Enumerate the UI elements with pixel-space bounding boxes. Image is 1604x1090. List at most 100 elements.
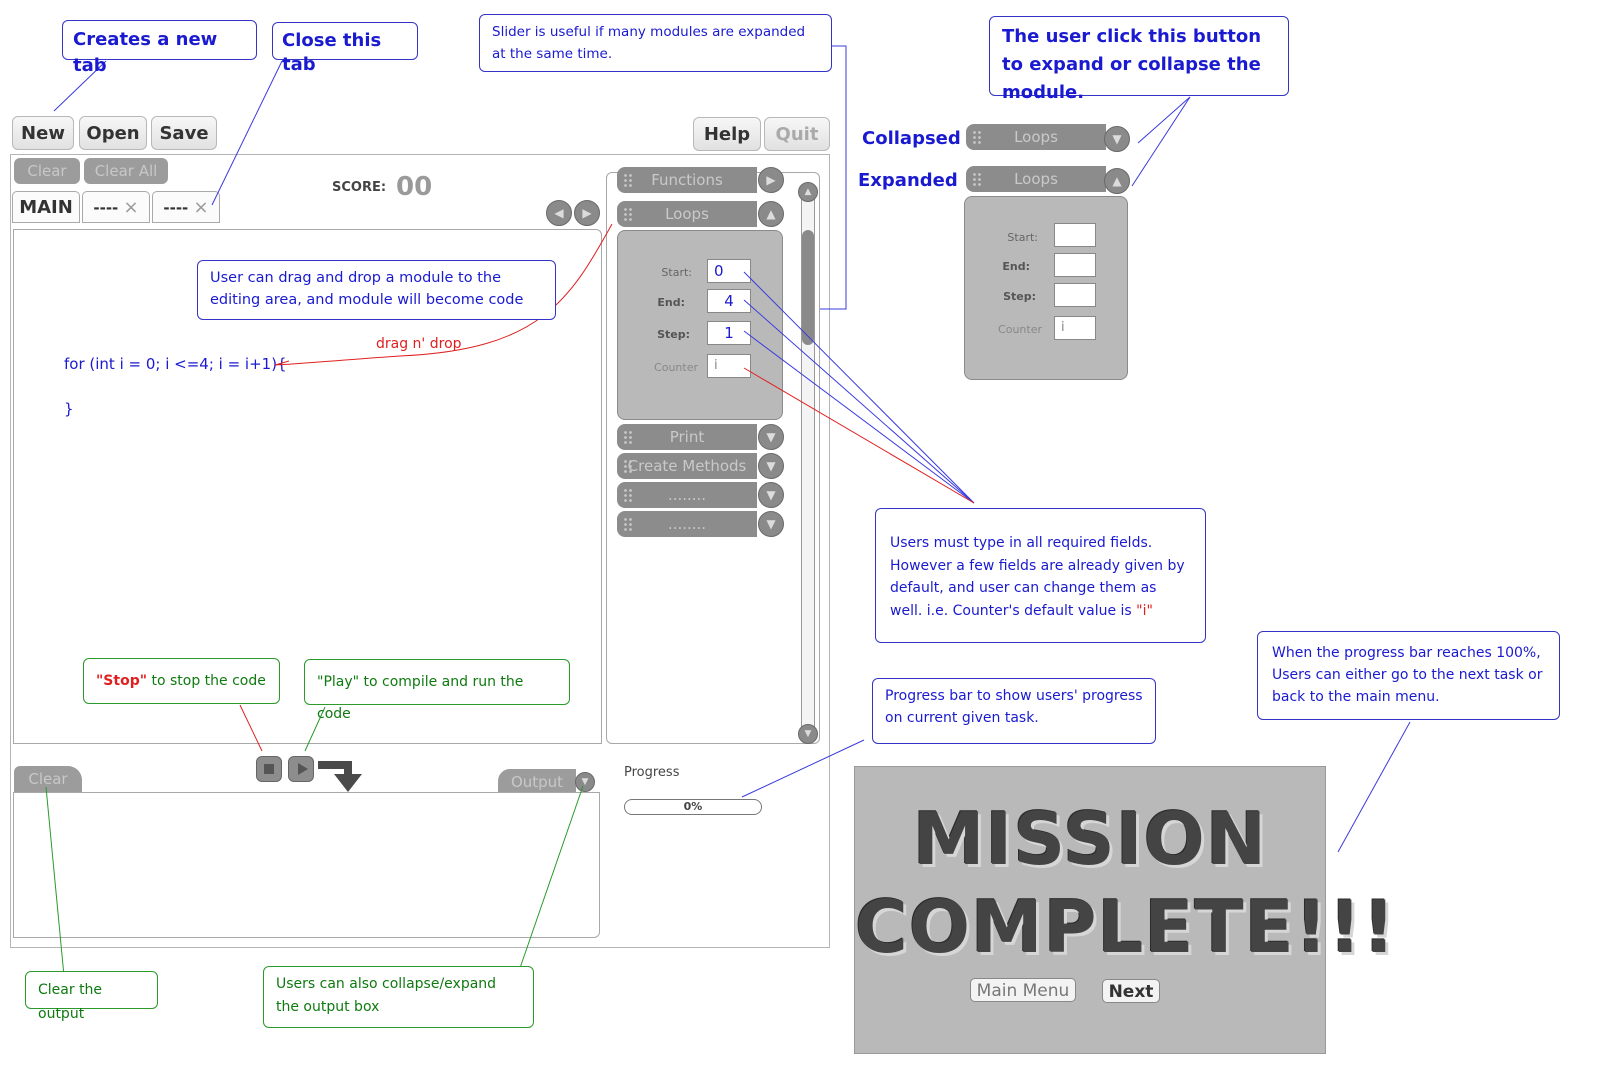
new-button[interactable]: New [12,116,74,150]
expand-placeholder-2-icon[interactable]: ▼ [758,511,784,537]
callout-drag-drop: User can drag and drop a module to the e… [197,260,556,320]
stop-button[interactable] [256,756,282,782]
tab-new-1[interactable]: ---- × [82,191,150,223]
tab-label: ---- [93,199,119,217]
module-placeholder-1[interactable]: ........ [617,482,757,508]
step-label: Step: [1003,290,1036,303]
stop-icon [264,764,274,774]
module-label: ........ [667,515,707,533]
expanded-caption: Expanded [858,170,958,191]
module-functions[interactable]: Functions [617,167,757,193]
module-label: Functions [651,171,723,189]
counter-input[interactable]: i [707,354,751,378]
tab-scroll-right-icon[interactable]: ▶ [574,200,600,226]
quit-button[interactable]: Quit [764,117,830,151]
expand-print-icon[interactable]: ▼ [758,424,784,450]
callout-stop: "Stop" to stop the code [83,658,280,704]
open-button[interactable]: Open [79,116,147,150]
code-line-1: for (int i = 0; i <=4; i = i+1){ [64,355,287,373]
progress-label: Progress [624,765,680,780]
tab-scroll-left-icon[interactable]: ◀ [546,200,572,226]
scrollbar-thumb[interactable] [802,230,814,345]
step-label: Step: [657,328,690,341]
step-input[interactable]: 1 [707,321,751,345]
mission-title-line1: MISSION [912,797,1268,881]
callout-play: "Play" to compile and run the code [304,659,570,722]
expand-placeholder-1-icon[interactable]: ▼ [758,482,784,508]
clear-editor-button[interactable]: Clear [14,158,80,184]
callout-progress-complete: When the progress bar reaches 100%, User… [1257,631,1560,720]
expand-functions-icon[interactable]: ▶ [758,167,784,193]
main-menu-button[interactable]: Main Menu [970,978,1076,1002]
module-label: Loops [665,205,709,223]
grip-icon [623,488,633,502]
callout-clear-output: Clear the output [25,971,158,1022]
callout-slider: Slider is useful if many modules are exp… [479,14,832,72]
counter-input[interactable]: i [1054,316,1096,340]
help-button[interactable]: Help [693,117,761,151]
output-box [13,792,600,938]
code-line-2: } [64,400,74,418]
step-input[interactable] [1054,283,1096,307]
score-label: SCORE: [332,180,387,195]
end-input[interactable]: 4 [707,289,751,313]
module-label: Print [669,428,705,446]
tab-main[interactable]: MAIN [12,191,80,223]
mission-title-line2: COMPLETE!!! [855,885,1397,969]
example-loops-form [964,196,1128,380]
play-button[interactable] [288,756,314,782]
module-label: Loops [1014,128,1058,146]
clear-output-button[interactable]: Clear [14,766,82,792]
module-create-methods[interactable]: Create Methods [617,453,757,479]
next-button[interactable]: Next [1102,979,1160,1003]
grip-icon [972,130,982,144]
callout-close-tab: Close this tab [272,22,418,75]
start-label: Start: [661,266,692,279]
required-fields-value: "i" [1136,602,1153,619]
grip-icon [972,172,982,186]
loops-form [617,230,783,420]
expand-module-icon[interactable]: ▼ [1104,126,1130,152]
close-tab-icon[interactable]: × [193,197,209,218]
grip-icon [623,517,633,531]
expand-create-methods-icon[interactable]: ▼ [758,453,784,479]
grip-icon [623,173,633,187]
drag-drop-label: drag n' drop [376,336,462,352]
collapse-loops-icon[interactable]: ▲ [758,201,784,227]
tab-label: MAIN [19,197,73,218]
collapsed-caption: Collapsed [862,128,961,149]
callout-required-fields: Users must type in all required fields. … [875,508,1206,643]
module-label: ........ [667,486,707,504]
tab-label: ---- [163,199,189,217]
tab-new-2[interactable]: ---- × [152,191,220,223]
stop-text: to stop the code [147,673,266,689]
close-tab-icon[interactable]: × [123,197,139,218]
start-input[interactable] [1054,223,1096,247]
clear-all-button[interactable]: Clear All [84,158,168,184]
module-label: Loops [1014,170,1058,188]
end-label: End: [657,296,685,309]
module-loops[interactable]: Loops [617,201,757,227]
collapse-output-icon[interactable]: ▼ [575,772,595,792]
grip-icon [623,430,633,444]
collapse-module-icon[interactable]: ▲ [1104,168,1130,194]
play-icon [298,763,308,775]
module-print[interactable]: Print [617,424,757,450]
progress-value: 0% [683,800,703,813]
example-loops-collapsed[interactable]: Loops [966,124,1106,150]
end-input[interactable] [1054,253,1096,277]
counter-label: Counter [654,361,698,374]
scroll-down-icon[interactable]: ▼ [798,724,818,744]
progress-bar: 0% [624,799,762,815]
module-placeholder-2[interactable]: ........ [617,511,757,537]
module-label: Create Methods [627,457,747,475]
output-arrow-icon [318,761,362,792]
scroll-up-icon[interactable]: ▲ [798,182,818,202]
required-fields-text: Users must type in all required fields. … [890,535,1185,619]
save-button[interactable]: Save [151,116,217,150]
example-loops-expanded[interactable]: Loops [966,166,1106,192]
start-input[interactable]: 0 [707,259,751,283]
callout-new-tab: Creates a new tab [62,20,257,76]
counter-label: Counter [998,323,1042,336]
stop-word: "Stop" [96,673,148,689]
